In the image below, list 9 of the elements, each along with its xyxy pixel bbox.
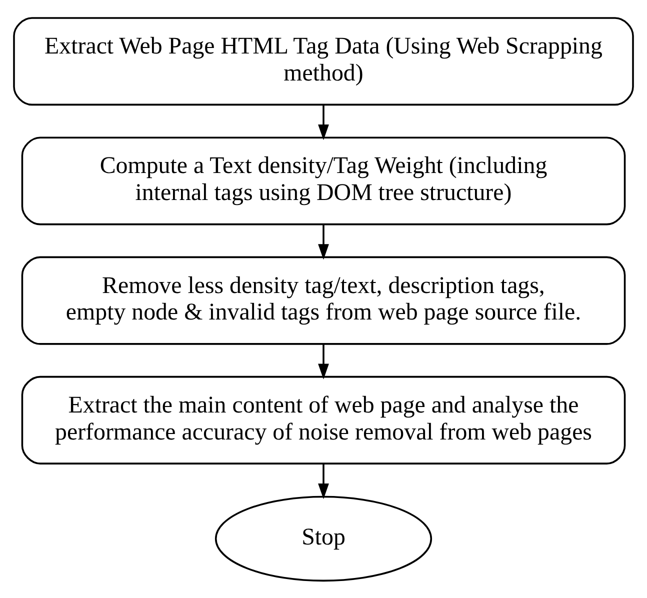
arrow xyxy=(318,344,329,379)
arrow xyxy=(318,464,329,499)
node-box: Extract the main content of web page and analyse the performance accuracy of noise removal from web pages xyxy=(21,375,626,464)
node-box: Compute a Text density/Tag Weight (including internal tags using DOM tree structure) xyxy=(21,136,626,225)
node-box: Remove less density tag/text, description tags, empty node & invalid tags from web page source file. xyxy=(21,256,626,344)
node-box: Extract Web Page HTML Tag Data (Using Web Scrapping method) xyxy=(13,16,634,106)
arrow xyxy=(318,224,329,260)
node-ellipse: Stop xyxy=(214,495,432,582)
arrow xyxy=(318,104,329,140)
